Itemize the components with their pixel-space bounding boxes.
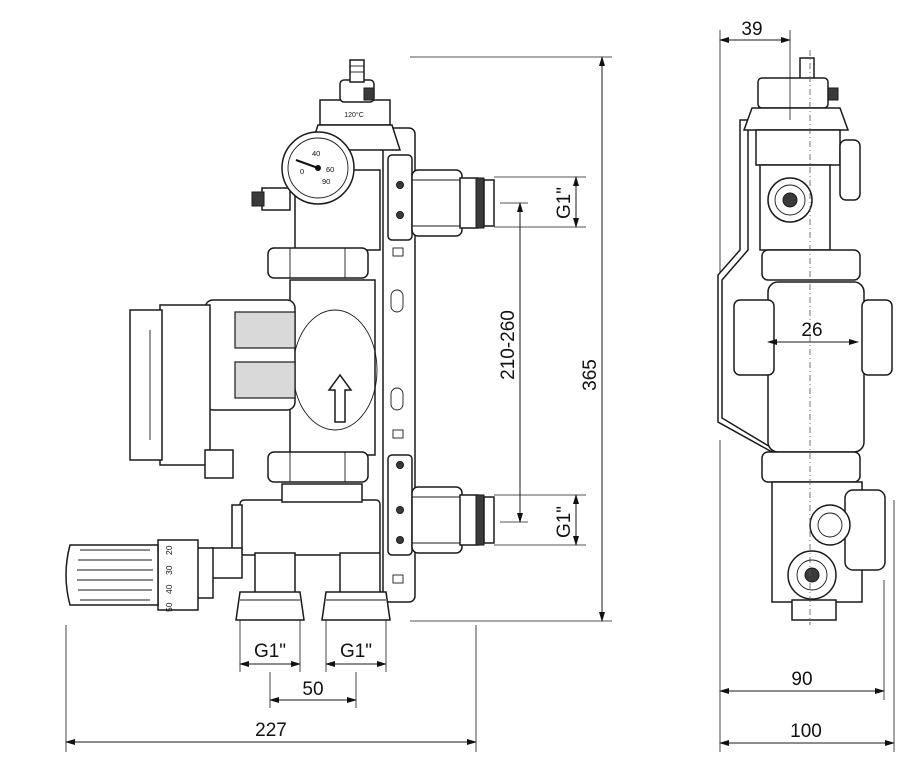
gauge-label-40: 40: [312, 149, 320, 158]
knob-label-50: 50: [164, 602, 174, 612]
dim-overall-height: 365: [580, 359, 601, 391]
dim-side-pipe: 26: [801, 320, 822, 341]
dim-center-distance: 210-260: [498, 310, 519, 380]
top-outlet-fitting: [411, 169, 495, 237]
air-vent: [251, 187, 291, 211]
circulation-pump: [129, 279, 378, 479]
bottom-ports: [235, 591, 391, 621]
side-dimensions: 39 26 90 100: [719, 19, 895, 752]
side-view: [717, 50, 893, 625]
mixing-block: [231, 483, 381, 594]
dim-side-depth-inner: 90: [791, 669, 812, 690]
side-pump: [767, 281, 865, 453]
knob-label-20: 20: [164, 545, 174, 555]
valve-temp-label: 120°C: [344, 111, 364, 119]
thermometer-gauge: 0 40 60 90: [281, 131, 355, 205]
dim-bottom-port-right: G1": [340, 641, 372, 662]
dim-side-depth-outer: 100: [790, 721, 822, 742]
gauge-label-0: 0: [300, 167, 304, 176]
bottom-outlet-fitting: [411, 486, 495, 554]
lower-union-nut: [267, 451, 369, 483]
knob-label-40: 40: [164, 584, 174, 594]
knob-label-30: 30: [164, 565, 174, 575]
dim-port-top: G1": [554, 187, 575, 219]
upper-union-nut: [267, 247, 369, 279]
dim-port-bottom: G1": [554, 506, 575, 538]
dim-side-offset: 39: [741, 19, 762, 40]
side-lower-port: [809, 504, 851, 546]
gauge-label-60: 60: [326, 165, 334, 174]
front-dimensions: 365 210-260 G1" G1" G1" G1" 50: [65, 56, 612, 752]
dim-overall-width: 227: [255, 720, 287, 741]
dim-bottom-port-left: G1": [254, 641, 286, 662]
thermostatic-head: 20 30 40 50: [65, 539, 243, 612]
front-view: 120°C 0 40 60 90: [65, 59, 495, 621]
dim-bottom-spacing: 50: [302, 679, 323, 700]
gauge-label-90: 90: [322, 177, 330, 186]
top-clamp: [387, 154, 413, 241]
